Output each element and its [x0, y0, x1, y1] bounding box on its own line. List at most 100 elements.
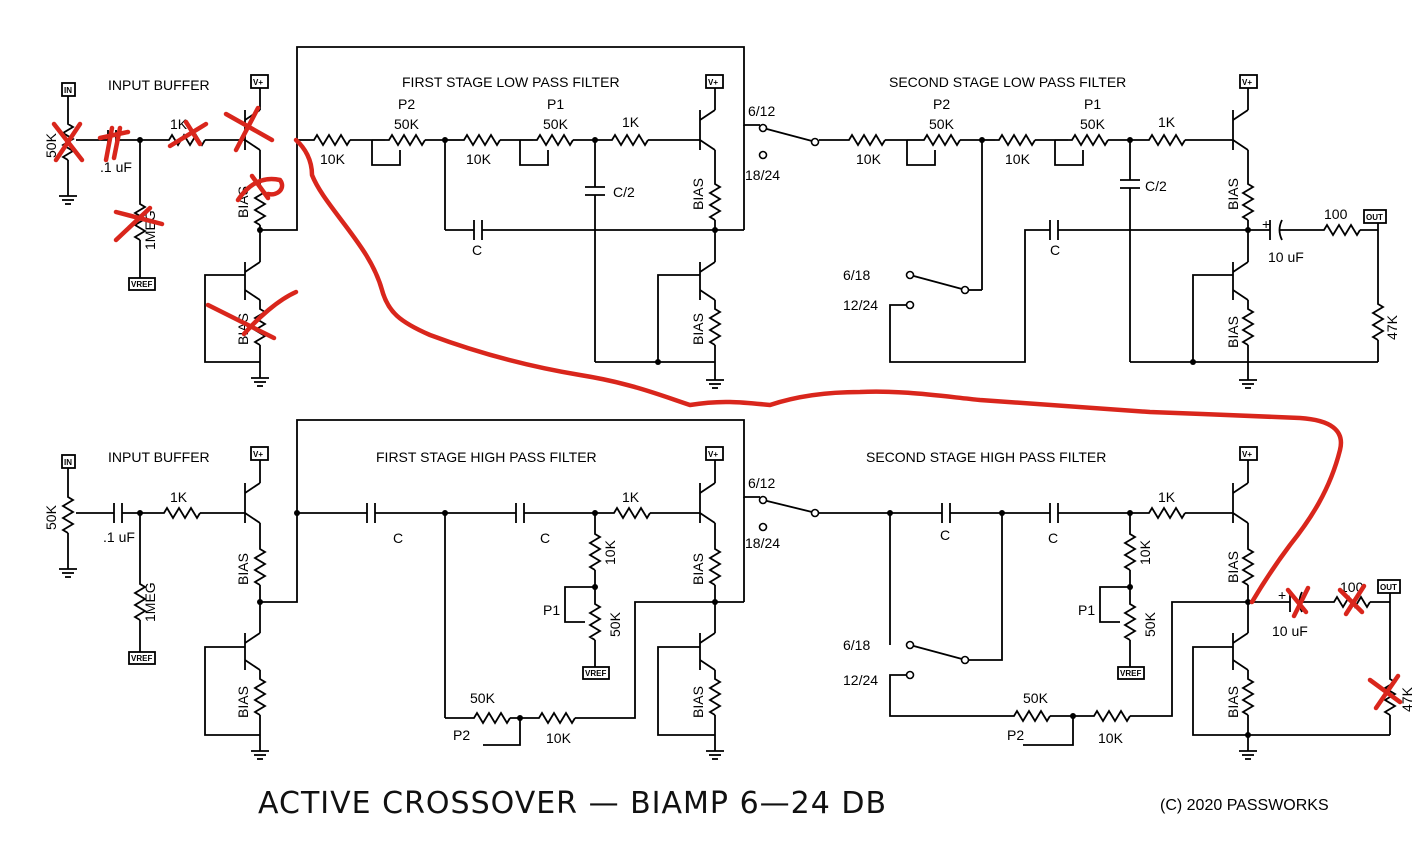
- strike-mark: [97, 125, 131, 163]
- pot-50k-label: 50K: [470, 690, 496, 706]
- c-half-label: C/2: [613, 184, 635, 200]
- switch-12-24-label: 12/24: [843, 672, 878, 688]
- r10k-label: 10K: [320, 151, 346, 167]
- bias-label: BIAS: [1225, 686, 1241, 718]
- pot-50k-label: 50K: [929, 116, 955, 132]
- hp-buffer-title: INPUT BUFFER: [108, 449, 210, 465]
- c-label: C: [1048, 530, 1058, 546]
- strike-mark: [235, 173, 285, 203]
- pot-50k-label: 50K: [1023, 690, 1049, 706]
- load-resistor-label: 47K: [1399, 686, 1415, 712]
- r1k-label: 1K: [622, 489, 640, 505]
- vplus-tag: V+: [253, 78, 263, 87]
- out-tag: OUT: [1366, 213, 1383, 222]
- switch-6-12-label: 6/12: [748, 103, 775, 119]
- bias-label: BIAS: [690, 178, 706, 210]
- red-markup: [51, 105, 1403, 711]
- bias-label: BIAS: [690, 553, 706, 585]
- out-tag: OUT: [1380, 583, 1397, 592]
- lp-stage1-title: FIRST STAGE LOW PASS FILTER: [402, 74, 620, 90]
- input-cap-label: .1 uF: [103, 529, 135, 545]
- strike-mark: [223, 105, 275, 153]
- strike-mark: [113, 205, 165, 243]
- switch-18-24-label: 18/24: [745, 167, 780, 183]
- vplus-tag: V+: [708, 78, 718, 87]
- c-half-label: C/2: [1145, 178, 1167, 194]
- vref-tag: VREF: [131, 654, 152, 663]
- pot-50k-label: 50K: [1142, 611, 1158, 637]
- switch-6-18-label: 6/18: [843, 267, 870, 283]
- strike-mark: [1367, 673, 1403, 711]
- r1k-label: 1K: [1158, 114, 1176, 130]
- c-label: C: [1050, 242, 1060, 258]
- bias-label: BIAS: [690, 686, 706, 718]
- pot-50k-label: 50K: [543, 116, 569, 132]
- pot-50k-label: 50K: [1080, 116, 1106, 132]
- high-pass-circuit: [58, 419, 1401, 760]
- output-cap-label: 10 uF: [1268, 249, 1304, 265]
- input-pot-label: 50K: [43, 132, 59, 158]
- c-label: C: [940, 527, 950, 543]
- vplus-tag: V+: [253, 450, 263, 459]
- low-pass-circuit: [58, 46, 1387, 389]
- input-cap-label: .1 uF: [100, 159, 132, 175]
- in-tag: IN: [64, 458, 72, 467]
- load-resistor-label: 47K: [1384, 314, 1400, 340]
- vref-tag: VREF: [131, 280, 152, 289]
- bias-label: BIAS: [235, 186, 251, 218]
- switch-18-24-label: 18/24: [745, 535, 780, 551]
- pot-50k-label: 50K: [607, 611, 623, 637]
- input-pot-label: 50K: [43, 504, 59, 530]
- polarity-plus: +: [1262, 216, 1270, 232]
- series-resistor-label: 1K: [170, 489, 188, 505]
- high-pass-labels: IN INPUT BUFFER FIRST STAGE HIGH PASS FI…: [43, 449, 1415, 746]
- p2-label: P2: [933, 96, 950, 112]
- output-resistor-label: 100: [1324, 206, 1348, 222]
- copyright-label: (C) 2020 PASSWORKS: [1160, 797, 1329, 814]
- r1k-label: 1K: [1158, 489, 1176, 505]
- bias-label: BIAS: [1225, 178, 1241, 210]
- switch-6-12-label: 6/12: [748, 475, 775, 491]
- bias-label: BIAS: [235, 553, 251, 585]
- r10k-label: 10K: [1005, 151, 1031, 167]
- strike-mark: [51, 121, 85, 163]
- lp-buffer-title: INPUT BUFFER: [108, 77, 210, 93]
- p2-label: P2: [453, 727, 470, 743]
- c-label: C: [472, 242, 482, 258]
- p2-label: P2: [398, 96, 415, 112]
- polarity-plus: +: [1278, 587, 1286, 603]
- diagram-title: ACTIVE CROSSOVER — BIAMP 6—24 DB: [258, 786, 887, 821]
- r10k-label: 10K: [546, 730, 572, 746]
- bias-label: BIAS: [1225, 551, 1241, 583]
- r10k-label: 10K: [466, 151, 492, 167]
- switch-12-24-label: 12/24: [843, 297, 878, 313]
- output-cap-label: 10 uF: [1272, 623, 1308, 639]
- pot-50k-label: 50K: [394, 116, 420, 132]
- reroute-wire: [293, 137, 1344, 605]
- r10k-label: 10K: [602, 539, 618, 565]
- hp-stage1-title: FIRST STAGE HIGH PASS FILTER: [376, 449, 597, 465]
- bias-label: BIAS: [1225, 316, 1241, 348]
- vref-tag: VREF: [585, 669, 606, 678]
- vplus-tag: V+: [1242, 78, 1252, 87]
- bias-resistor-label: 1MEG: [142, 582, 158, 622]
- bias-label: BIAS: [690, 313, 706, 345]
- r10k-label: 10K: [1137, 539, 1153, 565]
- c-label: C: [393, 530, 403, 546]
- p1-label: P1: [1084, 96, 1101, 112]
- in-tag: IN: [64, 86, 72, 95]
- p2-label: P2: [1007, 727, 1024, 743]
- strike-mark: [167, 119, 209, 149]
- output-resistor-label: 100: [1340, 579, 1364, 595]
- r10k-label: 10K: [856, 151, 882, 167]
- strike-mark: [1337, 583, 1367, 617]
- bias-label: BIAS: [235, 686, 251, 718]
- strike-mark: [205, 289, 299, 341]
- vplus-tag: V+: [708, 450, 718, 459]
- vplus-tag: V+: [1242, 450, 1252, 459]
- low-pass-labels: IN INPUT BUFFER FIRST STAGE LOW PASS FIL…: [43, 74, 1400, 348]
- c-label: C: [540, 530, 550, 546]
- p1-label: P1: [543, 602, 560, 618]
- series-resistor-label: 1K: [170, 116, 188, 132]
- switch-6-18-label: 6/18: [843, 637, 870, 653]
